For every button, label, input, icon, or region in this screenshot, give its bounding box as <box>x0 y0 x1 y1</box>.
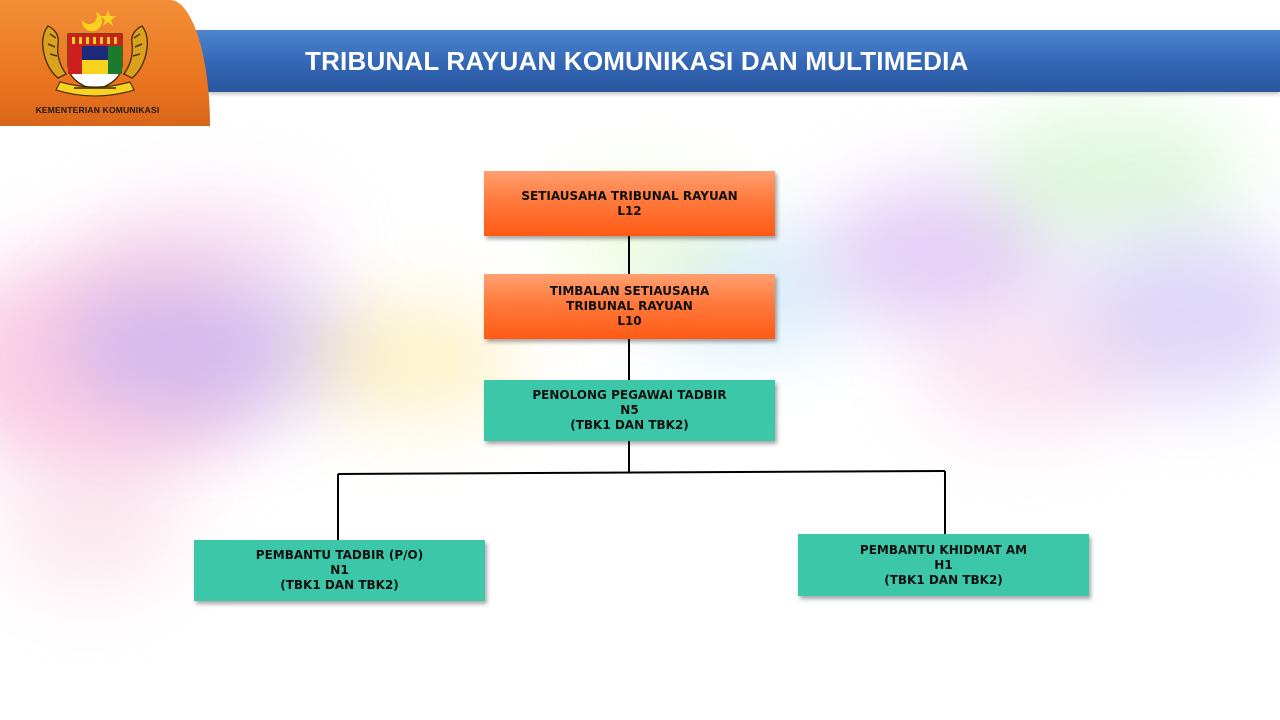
node-note: (TBK1 DAN TBK2) <box>280 578 399 592</box>
page-title: TRIBUNAL RAYUAN KOMUNIKASI DAN MULTIMEDI… <box>305 46 969 76</box>
node-grade: L10 <box>617 314 642 328</box>
connector-branch-horizontal <box>337 470 946 475</box>
node-timbalan-setiausaha: TIMBALAN SETIAUSAHA TRIBUNAL RAYUAN L10 <box>484 274 775 339</box>
node-title: SETIAUSAHA TRIBUNAL RAYUAN <box>521 188 738 203</box>
node-grade: N5 <box>620 403 639 417</box>
node-pembantu-khidmat-am: PEMBANTU KHIDMAT AM H1 (TBK1 DAN TBK2) <box>798 534 1089 596</box>
node-note: (TBK1 DAN TBK2) <box>884 572 1003 587</box>
node-title: PEMBANTU TADBIR (P/O) <box>255 548 424 562</box>
node-title-line-1: TIMBALAN SETIAUSAHA <box>549 284 710 298</box>
title-bar <box>150 30 1280 92</box>
ministry-name: KEMENTERIAN KOMUNIKASI <box>35 105 160 115</box>
node-grade: L12 <box>617 203 642 218</box>
node-penolong-pegawai-tadbir: PENOLONG PEGAWAI TADBIR N5 (TBK1 DAN TBK… <box>484 380 775 441</box>
logo-panel: KEMENTERIAN KOMUNIKASI <box>0 0 210 126</box>
node-title: PEMBANTU KHIDMAT AM <box>859 542 1028 557</box>
node-setiausaha-tribunal-rayuan: SETIAUSAHA TRIBUNAL RAYUAN L12 <box>484 171 775 236</box>
node-title: PENOLONG PEGAWAI TADBIR <box>532 388 727 402</box>
node-title-line-2: TRIBUNAL RAYUAN <box>566 299 693 313</box>
node-note: (TBK1 DAN TBK2) <box>570 418 689 432</box>
node-grade: H1 <box>934 557 953 572</box>
node-grade: N1 <box>330 563 349 577</box>
node-pembantu-tadbir: PEMBANTU TADBIR (P/O) N1 (TBK1 DAN TBK2) <box>194 540 485 601</box>
malaysia-coat-of-arms-icon <box>42 10 148 97</box>
